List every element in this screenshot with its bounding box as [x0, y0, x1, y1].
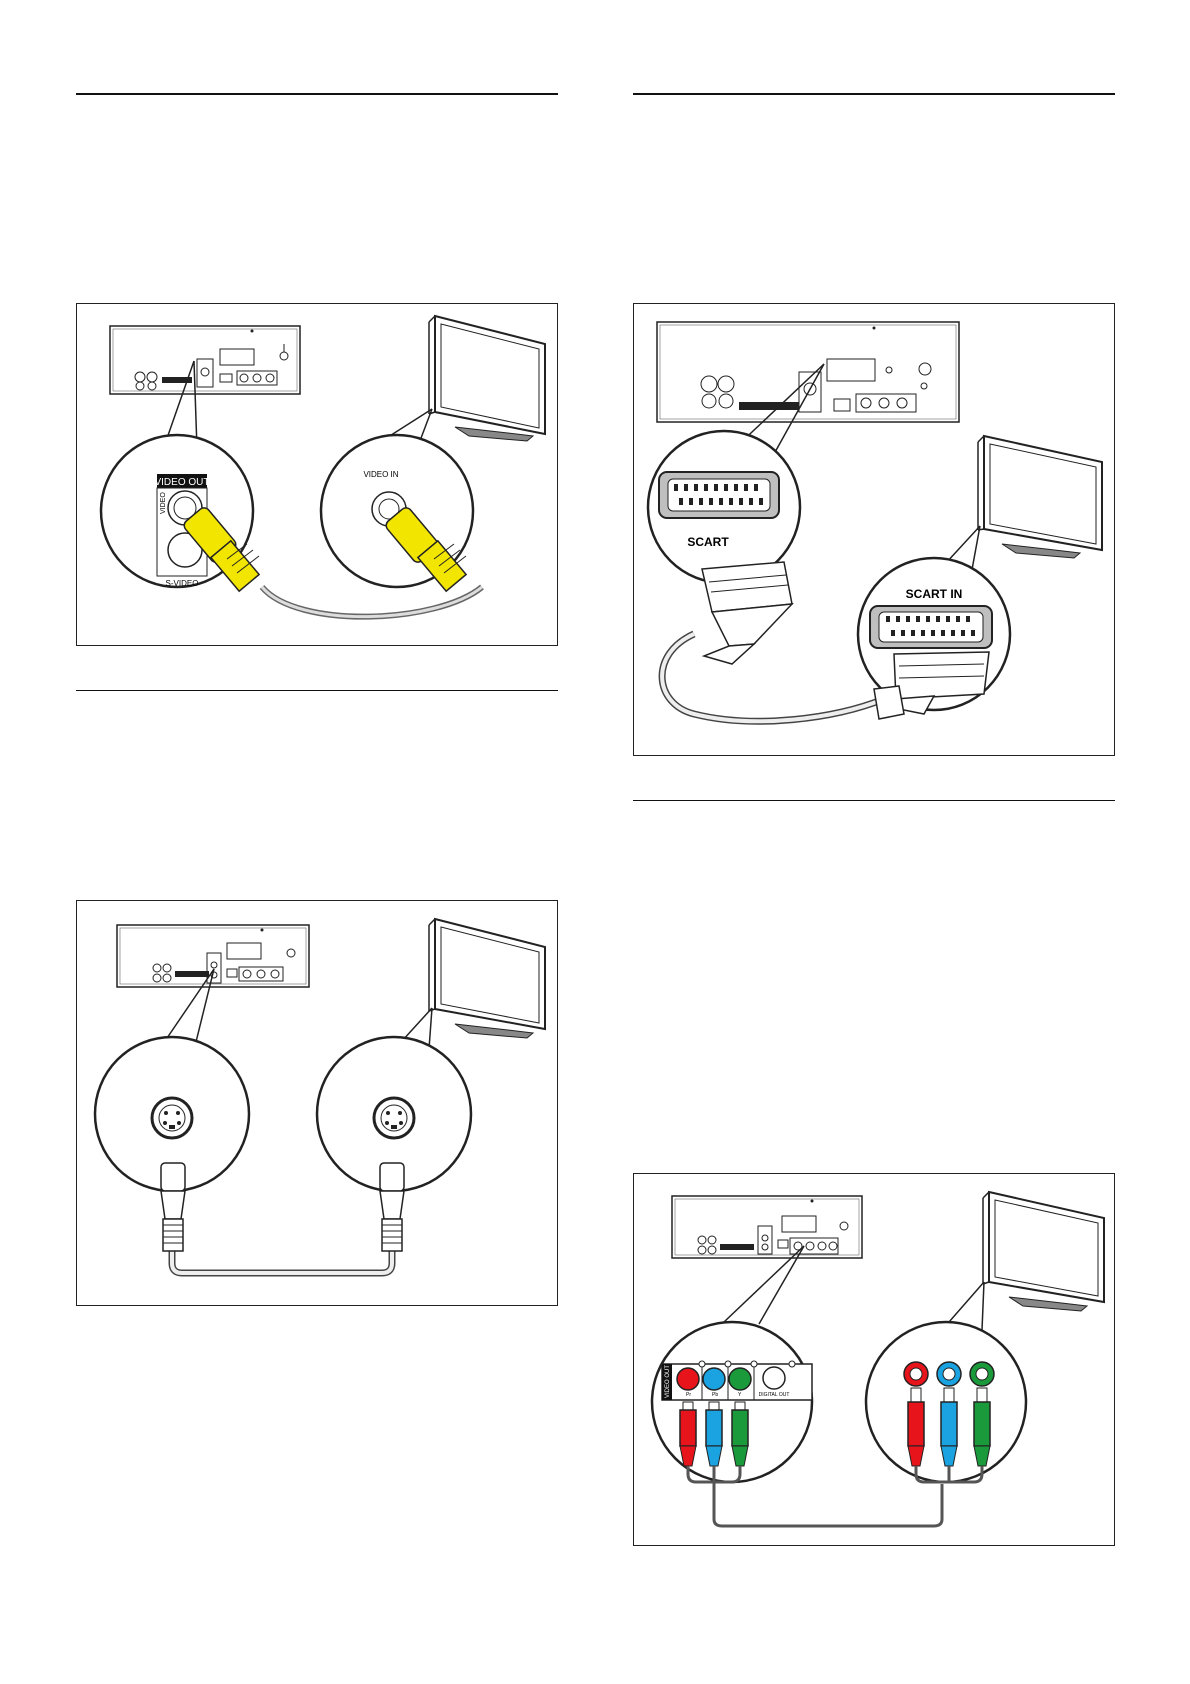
video-in-label: VIDEO IN: [363, 470, 398, 479]
tv-icon: [977, 434, 1103, 559]
y-jack-icon: [728, 1367, 752, 1391]
section-rule-composite: [76, 93, 558, 95]
s-video-jack-icon: [150, 1096, 194, 1140]
tv-icon: [982, 1190, 1105, 1312]
section-rule-svideo: [76, 690, 558, 691]
pb-label: Pb: [712, 1392, 718, 1398]
video-label: VIDEO: [160, 492, 167, 514]
tv-icon: [428, 917, 546, 1039]
scart-label: SCART: [687, 535, 729, 549]
composite-plug-right-icon: [385, 507, 468, 593]
video-out-label: VIDEO OUT: [154, 477, 209, 488]
player-component-zoom-circle: [650, 1320, 814, 1484]
component-plugs-right-icon: [907, 1387, 991, 1467]
composite-plug-left-icon: [183, 507, 261, 593]
scart-diagram: SCART SCART IN: [646, 321, 1103, 725]
s-video-plug-left-icon: [160, 1162, 186, 1252]
s-video-label: S-VIDEO: [166, 579, 199, 588]
pr-label: Pr: [686, 1392, 691, 1398]
composite-diagram: VIDEO OUT VIDEO S-VIDEO VIDEO IN: [99, 314, 546, 620]
s-video-in-jack-icon: [372, 1096, 416, 1140]
figure-component-video: VIDEO OUT Pr Pb Y DIGITAL OUT: [633, 1173, 1115, 1546]
figure-s-video: [76, 900, 558, 1306]
section-rule-component: [633, 800, 1115, 801]
video-out-vertical-label: VIDEO OUT: [665, 1365, 671, 1398]
y-label: Y: [738, 1392, 742, 1398]
section-rule-scart: [633, 93, 1115, 95]
s-video-jack-icon: [167, 532, 203, 568]
figure-scart: SCART SCART IN: [633, 303, 1115, 756]
component-cable: [686, 1466, 984, 1528]
digital-out-jack-icon: [762, 1366, 786, 1390]
dvd-player-rear-icon: [656, 321, 960, 423]
scart-in-label: SCART IN: [906, 587, 963, 601]
tv-icon: [428, 314, 546, 442]
dvd-player-rear-icon: [671, 1195, 863, 1259]
s-video-cable: [168, 1251, 396, 1277]
scart-plug-right-icon: [873, 651, 990, 720]
component-plugs-left-icon: [679, 1401, 749, 1467]
figure-composite-video: VIDEO OUT VIDEO S-VIDEO VIDEO IN: [76, 303, 558, 646]
dvd-player-rear-icon: [116, 924, 310, 988]
s-video-diagram: [93, 917, 546, 1277]
dvd-player-rear-icon: [109, 325, 301, 395]
pb-jack-icon: [702, 1367, 726, 1391]
component-diagram: VIDEO OUT Pr Pb Y DIGITAL OUT: [650, 1190, 1105, 1528]
digital-out-label: DIGITAL OUT: [759, 1392, 790, 1398]
s-video-plug-right-icon: [379, 1162, 405, 1252]
pr-jack-icon: [676, 1367, 700, 1391]
composite-cable: [259, 584, 484, 620]
scart-plug-left-icon: [701, 561, 794, 665]
